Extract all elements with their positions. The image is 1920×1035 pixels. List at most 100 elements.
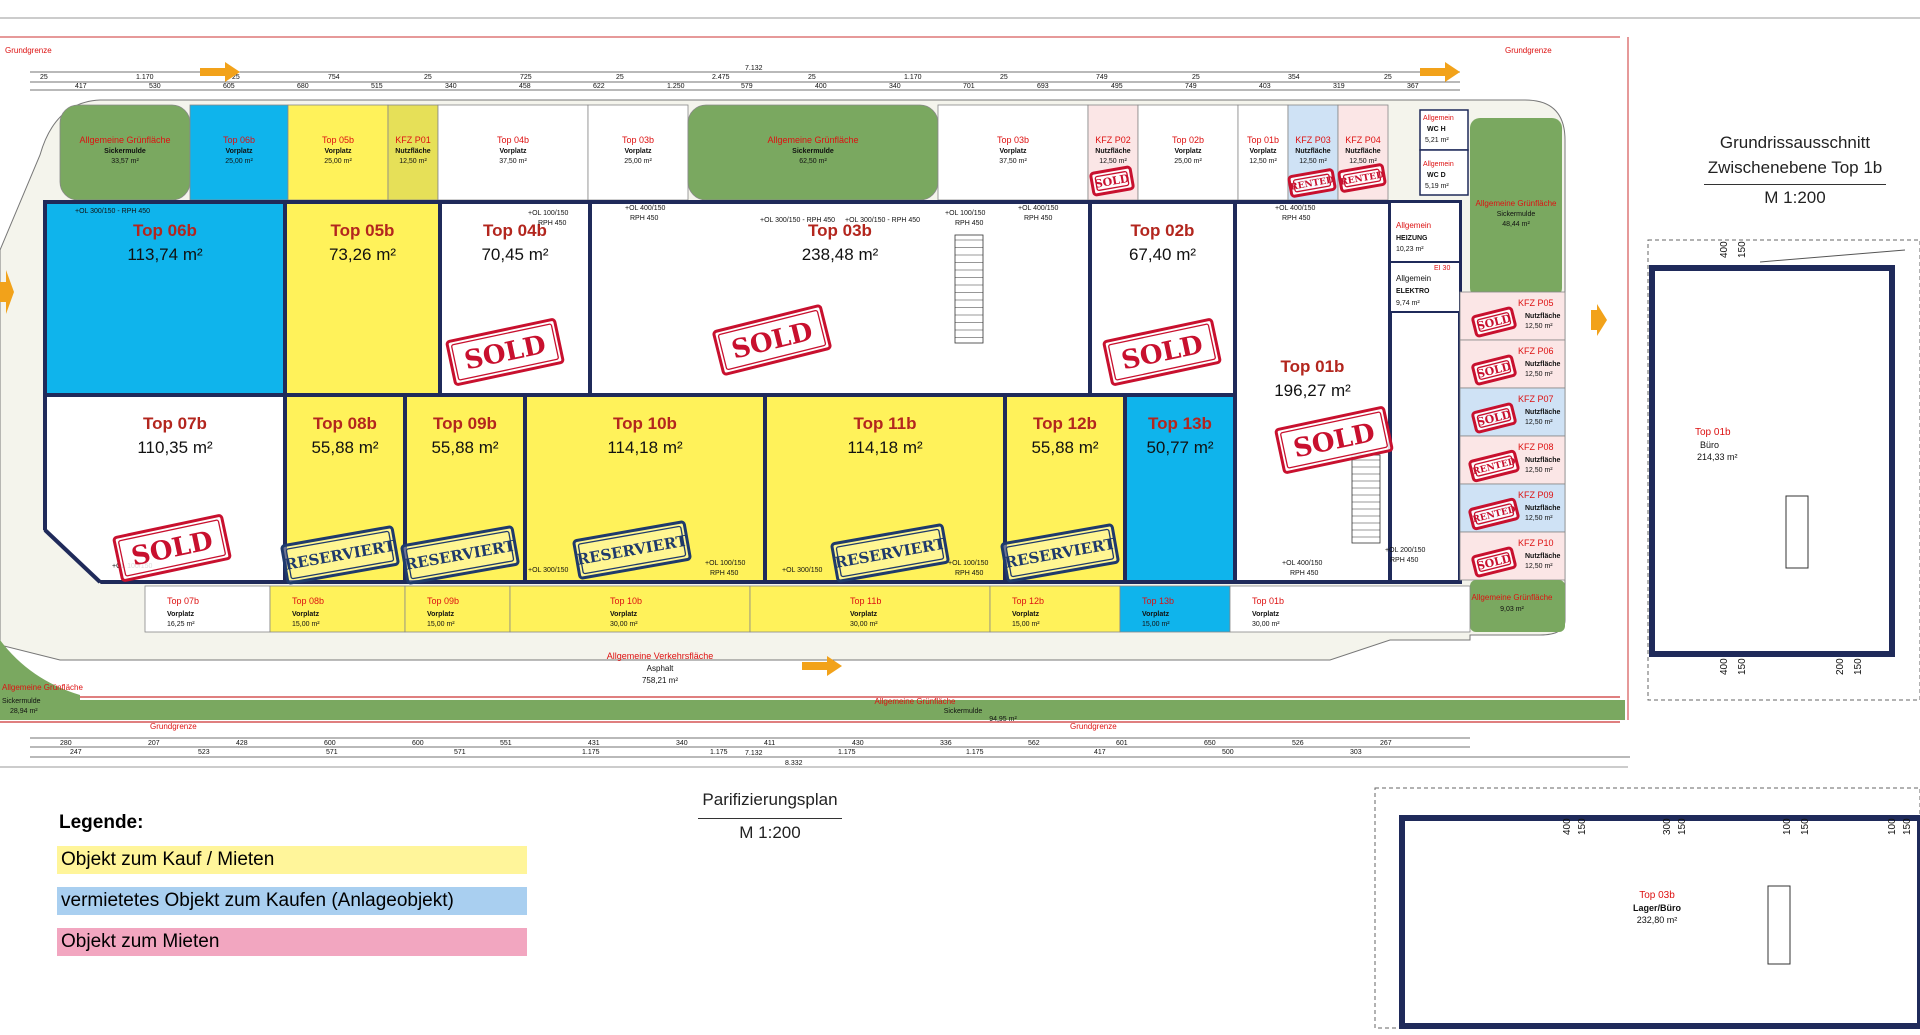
front-bottom-area: 16,25 m² [167, 621, 195, 628]
parking-area: 12,50 m² [1525, 515, 1553, 522]
room-elektro-sub: ELEKTRO [1396, 288, 1430, 295]
parking-sub: Nutzfläche [1525, 457, 1561, 464]
dim-value: 515 [371, 83, 383, 90]
green-right-area: 48,44 m² [1502, 221, 1530, 228]
grundgrenze-label: Grundgrenze [1070, 722, 1117, 731]
green-left-area: 28,94 m² [10, 708, 38, 715]
detail-dim: 100 [1887, 818, 1898, 835]
front-bottom-cell [749, 585, 991, 633]
front-top-area: 37,50 m² [499, 158, 527, 165]
dim-value: 403 [1259, 83, 1271, 90]
dim-value: 340 [676, 740, 688, 747]
unit-name: Top 12b [1033, 414, 1097, 433]
front-top-area: 12,50 m² [1349, 158, 1377, 165]
front-top-name: Top 03b [622, 135, 654, 145]
traffic-area: 758,21 m² [642, 676, 678, 685]
front-bottom-name: Top 08b [292, 596, 324, 606]
dim-value: 25 [1384, 74, 1392, 81]
front-top-area: 12,50 m² [1249, 158, 1277, 165]
dim-value: 579 [741, 83, 753, 90]
svg-text:+OL 300/150: +OL 300/150 [782, 567, 823, 574]
dim-value: 411 [764, 740, 775, 747]
svg-text:+OL 400/150: +OL 400/150 [625, 205, 666, 212]
front-top-name: Top 06b [223, 135, 255, 145]
dim-value: 600 [412, 740, 424, 747]
front-bottom-sub: Vorplatz [1012, 611, 1040, 618]
dim-value: 458 [519, 83, 531, 90]
parking-area: 12,50 m² [1525, 467, 1553, 474]
detail-dim: 150 [1737, 241, 1748, 258]
dim-value: 25 [1192, 74, 1200, 81]
front-top-cell [287, 104, 389, 201]
dim-value: 1.170 [904, 74, 922, 81]
unit-area: 55,88 m² [1031, 438, 1098, 457]
front-top-name: Top 04b [497, 135, 529, 145]
detail-zwischenebene-1b: Top 01b Büro 214,33 m² [1647, 239, 1920, 701]
svg-text:+OL 100/150: +OL 100/150 [528, 210, 569, 217]
dim-value: 25 [40, 74, 48, 81]
front-top-cell [937, 104, 1089, 201]
front-bottom-sub: Vorplatz [850, 611, 878, 618]
parking-name: KFZ P08 [1518, 442, 1554, 452]
dim-value: 701 [963, 83, 975, 90]
dim-value: 319 [1333, 83, 1345, 90]
detail-room-1b-area: 214,33 m² [1697, 452, 1738, 462]
unit-name: Top 11b [854, 414, 917, 433]
dim-total-bottom: 7.132 [745, 750, 763, 757]
unit-area: 73,26 m² [329, 245, 396, 264]
front-bottom-area: 30,00 m² [1252, 621, 1280, 628]
dim-value: 571 [454, 749, 466, 756]
detail-dim: 400 [1719, 658, 1730, 675]
dim-value: 601 [1116, 740, 1128, 747]
green-left-name: Allgemeine Grünfläche [2, 683, 83, 692]
green-right2-area: 9,03 m² [1500, 606, 1524, 613]
dim-value: 340 [445, 83, 457, 90]
room-heizung-sub: HEIZUNG [1396, 235, 1428, 242]
status-stamp: RENTED [1468, 497, 1520, 531]
unit-area: 67,40 m² [1129, 245, 1196, 264]
front-bottom-sub: Vorplatz [610, 611, 638, 618]
dim-value: 571 [326, 749, 338, 756]
status-stamp: SOLD [1274, 406, 1394, 474]
detail-dim: 400 [1719, 241, 1730, 258]
front-top-area: 25,00 m² [624, 158, 652, 165]
dim-value: 280 [60, 740, 72, 747]
detail-dim: 150 [1677, 818, 1688, 835]
status-stamp: SOLD [1471, 546, 1517, 578]
room-wch-area: 5,21 m² [1425, 137, 1449, 144]
green-bottom-name: Allgemeine Grünfläche [875, 697, 956, 706]
dim-value: 562 [1028, 740, 1040, 747]
dim-value: 303 [1350, 749, 1362, 756]
front-top-area: 33,57 m² [111, 158, 139, 165]
unit-area: 70,45 m² [481, 245, 548, 264]
grundgrenze-label: Grundgrenze [1505, 46, 1552, 55]
front-top-name: Top 05b [322, 135, 354, 145]
front-bottom-name: Top 10b [610, 596, 642, 606]
parking-name: KFZ P06 [1518, 346, 1554, 356]
unit-name: Top 08b [313, 414, 377, 433]
plan-caption: Parifizierungsplan M 1:200 [655, 786, 885, 847]
green-right-lower [1470, 580, 1565, 632]
svg-text:+OL 400/150: +OL 400/150 [1018, 205, 1059, 212]
room-heizung-area: 10,23 m² [1396, 246, 1424, 253]
front-bottom-area: 15,00 m² [292, 621, 320, 628]
room-wcd-area: 5,19 m² [1425, 183, 1449, 190]
svg-text:RPH 450: RPH 450 [710, 570, 739, 577]
dim-value: 247 [70, 749, 82, 756]
dim-value: 495 [1111, 83, 1123, 90]
dim-value: 25 [424, 74, 432, 81]
green-bottom-sub: Sickermulde [944, 708, 983, 715]
unit-name: Top 01b [1281, 357, 1345, 376]
parking-name: KFZ P07 [1518, 394, 1554, 404]
detail-dim: 150 [1800, 818, 1811, 835]
front-bottom-cell [989, 585, 1121, 633]
dim-value: 523 [198, 749, 210, 756]
unit-area: 110,35 m² [137, 438, 213, 457]
front-top-area: 12,50 m² [1099, 158, 1127, 165]
front-top-sub: Vorplatz [499, 148, 527, 155]
unit-top-13b [1123, 393, 1237, 584]
dim-value: 749 [1185, 83, 1197, 90]
